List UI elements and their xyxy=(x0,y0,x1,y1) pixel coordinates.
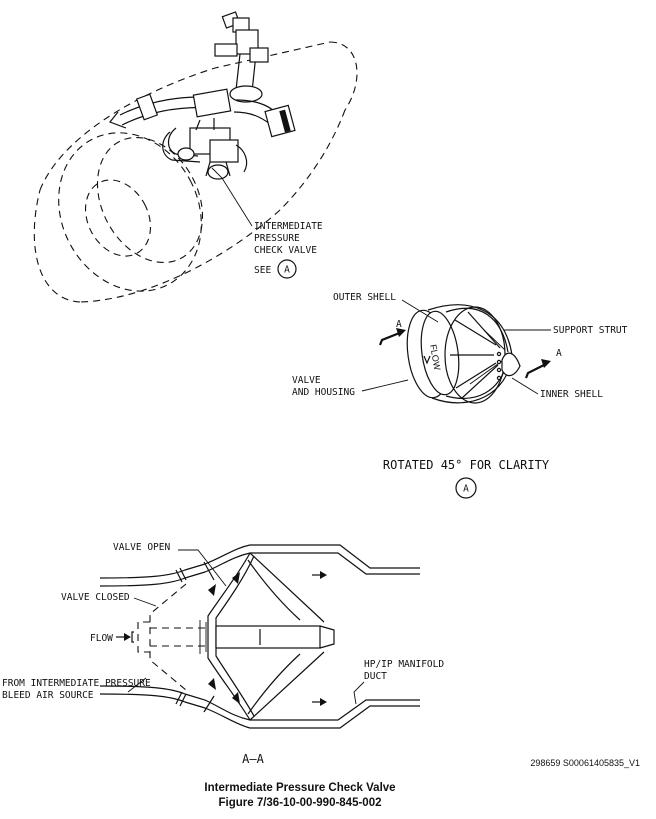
source-label-1: FROM INTERMEDIATE PRESSURE xyxy=(2,678,151,689)
valve-closed-label: VALVE CLOSED xyxy=(61,592,130,603)
valve-housing-label-2: AND HOUSING xyxy=(292,387,355,398)
valve-open-leader xyxy=(178,549,227,587)
manifold-leader xyxy=(353,681,365,705)
check-valve-leader-line xyxy=(211,167,253,227)
inner-shell-label: INNER SHELL xyxy=(540,389,603,400)
detail-a-view: FLOW A A OUTER SHELL SUPPORT STRUT VALVE… xyxy=(292,292,628,499)
outer-shell-leader xyxy=(401,299,439,323)
valve-housing-leader xyxy=(361,379,409,392)
valve-closed-outline xyxy=(137,583,210,691)
callout-line-3: CHECK VALVE xyxy=(254,245,317,256)
caption-figure: Figure 7/36-10-00-990-845-002 xyxy=(218,797,381,809)
valve-closed-leader xyxy=(133,597,157,607)
valve-open-label: VALVE OPEN xyxy=(113,542,170,553)
manifold-label-2: DUCT xyxy=(364,671,387,682)
section-arrow-left: A xyxy=(378,319,406,346)
outer-shell-label: OUTER SHELL xyxy=(333,292,396,303)
flow-marking: FLOW xyxy=(428,344,442,372)
engine-nacelle-outline xyxy=(33,41,358,303)
view-ref-label: A xyxy=(463,484,469,495)
see-ref-circle xyxy=(277,259,297,279)
inner-shell-leader xyxy=(511,377,539,395)
see-text: SEE xyxy=(254,265,271,276)
see-ref-label: A xyxy=(284,265,290,276)
source-label-2: BLEED AIR SOURCE xyxy=(2,690,94,701)
view-ref-circle xyxy=(455,477,477,499)
flow-label: FLOW xyxy=(90,633,113,644)
bleed-ducting-assembly xyxy=(109,11,296,180)
valve-open-assembly xyxy=(199,552,335,721)
section-arrow-right: A xyxy=(524,348,562,379)
callout-line-2: PRESSURE xyxy=(254,233,300,244)
support-strut-label: SUPPORT STRUT xyxy=(553,325,628,336)
check-valve-body: FLOW xyxy=(406,304,521,404)
engine-view: INTERMEDIATE PRESSURE CHECK VALVE SEE A xyxy=(33,11,358,303)
flow-arrows xyxy=(116,571,327,706)
section-arrow-left-label: A xyxy=(396,319,402,330)
flow-marking-arrow xyxy=(423,355,431,365)
manifold-label-1: HP/IP MANIFOLD xyxy=(364,659,444,670)
caption-title: Intermediate Pressure Check Valve xyxy=(204,782,395,794)
valve-housing-label-1: VALVE xyxy=(292,375,321,386)
image-reference: 298659 S00061405835_V1 xyxy=(530,758,640,768)
section-label: A–A xyxy=(242,752,264,766)
callout-line-1: INTERMEDIATE xyxy=(254,221,323,232)
rotated-note: ROTATED 45° FOR CLARITY xyxy=(383,458,550,472)
source-leader xyxy=(127,677,147,693)
section-aa-view: VALVE OPEN VALVE CLOSED FLOW FROM INTERM… xyxy=(2,542,444,766)
section-arrow-right-label: A xyxy=(556,348,562,359)
duct-walls xyxy=(99,544,420,729)
